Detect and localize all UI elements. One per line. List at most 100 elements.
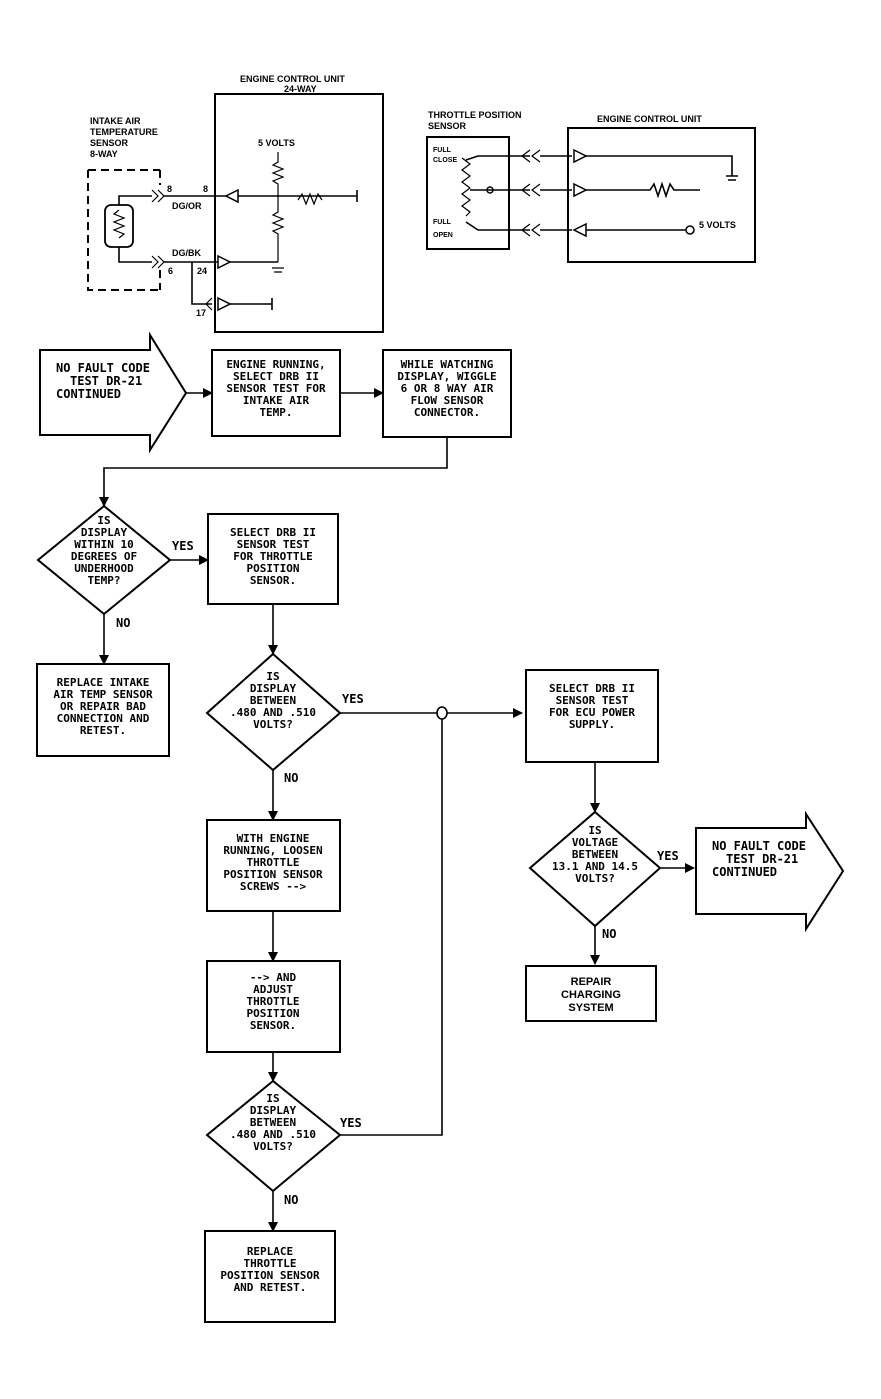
svg-text:REPLACE INTAKE: REPLACE INTAKE xyxy=(57,676,150,689)
svg-text:CONTINUED: CONTINUED xyxy=(712,865,777,879)
svg-text:.480 AND .510: .480 AND .510 xyxy=(230,1128,316,1141)
svg-text:REPAIR: REPAIR xyxy=(571,976,612,988)
svg-text:VOLTS?: VOLTS? xyxy=(575,872,615,885)
wire-dg-or: DG/OR xyxy=(172,201,202,211)
svg-text:TEST DR-21: TEST DR-21 xyxy=(726,852,798,866)
svg-text:DISPLAY: DISPLAY xyxy=(81,526,128,539)
tps-potentiometer xyxy=(461,157,471,217)
svg-text:POSITION SENSOR: POSITION SENSOR xyxy=(223,868,323,881)
svg-text:SELECT DRB II: SELECT DRB II xyxy=(549,682,635,695)
left-wiring-diagram: ENGINE CONTROL UNIT 24-WAY INTAKE AIR TE… xyxy=(87,74,384,333)
svg-text:SENSOR TEST FOR: SENSOR TEST FOR xyxy=(226,382,326,395)
svg-text:6 OR 8 WAY AIR: 6 OR 8 WAY AIR xyxy=(401,382,494,395)
iat-label-line-3: SENSOR xyxy=(90,138,129,148)
thermistor-resistor xyxy=(112,209,126,239)
svg-text:RETEST.: RETEST. xyxy=(80,724,126,737)
svg-text:RUNNING, LOOSEN: RUNNING, LOOSEN xyxy=(223,844,322,857)
svg-text:INTAKE AIR: INTAKE AIR xyxy=(243,394,310,407)
decision-tps-voltage-2: IS DISPLAY BETWEEN .480 AND .510 VOLTS? … xyxy=(205,1079,362,1207)
svg-text:SYSTEM: SYSTEM xyxy=(568,1002,613,1014)
svg-text:FLOW SENSOR: FLOW SENSOR xyxy=(411,394,484,407)
svg-text:THROTTLE: THROTTLE xyxy=(244,1257,297,1270)
svg-text:BETWEEN: BETWEEN xyxy=(572,848,618,861)
svg-text:DEGREES OF: DEGREES OF xyxy=(71,550,137,563)
ecu-right-box xyxy=(567,127,756,263)
iat-sensor-housing xyxy=(87,169,161,291)
svg-text:SENSOR.: SENSOR. xyxy=(250,574,296,587)
svg-text:TEST DR-21: TEST DR-21 xyxy=(70,374,142,388)
pin-17: 17 xyxy=(196,308,206,318)
step-loosen-tps: WITH ENGINE RUNNING, LOOSEN THROTTLE POS… xyxy=(206,819,341,912)
svg-text:REPLACE: REPLACE xyxy=(247,1245,293,1258)
svg-text:FULL: FULL xyxy=(433,147,452,154)
svg-text:CONNECTOR.: CONNECTOR. xyxy=(414,406,480,419)
step-select-ecu-power: SELECT DRB II SENSOR TEST FOR ECU POWER … xyxy=(525,669,659,763)
svg-text:BETWEEN: BETWEEN xyxy=(250,694,296,707)
svg-text:VOLTS?: VOLTS? xyxy=(253,718,293,731)
five-volts-left: 5 VOLTS xyxy=(258,138,295,148)
five-volts-right: 5 VOLTS xyxy=(699,220,736,230)
thermistor-body xyxy=(104,204,134,248)
svg-text:POSITION: POSITION xyxy=(247,1007,300,1020)
tps-title-2: SENSOR xyxy=(428,121,467,131)
decision-ecu-voltage: IS VOLTAGE BETWEEN 13.1 AND 14.5 VOLTS? … xyxy=(528,810,679,941)
step-select-iat: ENGINE RUNNING, SELECT DRB II SENSOR TES… xyxy=(211,349,341,437)
ecu-24way-sub: 24-WAY xyxy=(284,84,317,94)
ecu-resistor-divider xyxy=(271,152,285,273)
iat-label-line-4: 8-WAY xyxy=(90,149,118,159)
svg-text:CHARGING: CHARGING xyxy=(561,989,621,1001)
svg-text:YES: YES xyxy=(342,692,364,706)
svg-text:DISPLAY: DISPLAY xyxy=(250,1104,297,1117)
svg-text:SCREWS -->: SCREWS --> xyxy=(240,880,307,893)
svg-text:CONNECTION AND: CONNECTION AND xyxy=(57,712,150,725)
tps-title-1: THROTTLE POSITION xyxy=(428,110,522,120)
svg-text:TEMP?: TEMP? xyxy=(87,574,120,587)
svg-text:YES: YES xyxy=(657,849,679,863)
svg-text:YES: YES xyxy=(172,539,194,553)
svg-text:UNDERHOOD: UNDERHOOD xyxy=(74,562,134,575)
svg-text:ADJUST: ADJUST xyxy=(253,983,293,996)
ecu-24way-title: ENGINE CONTROL UNIT xyxy=(240,74,345,84)
svg-text:IS: IS xyxy=(588,824,601,837)
svg-text:13.1 AND 14.5: 13.1 AND 14.5 xyxy=(552,860,638,873)
svg-text:IS: IS xyxy=(97,514,110,527)
svg-text:NO: NO xyxy=(602,927,616,941)
svg-text:--> AND: --> AND xyxy=(250,971,297,984)
svg-text:BETWEEN: BETWEEN xyxy=(250,1116,296,1129)
svg-text:WITH ENGINE: WITH ENGINE xyxy=(237,832,310,845)
svg-text:SUPPLY.: SUPPLY. xyxy=(569,718,615,731)
svg-text:POSITION: POSITION xyxy=(247,562,300,575)
decision-underhood-temp: IS DISPLAY WITHIN 10 DEGREES OF UNDERHOO… xyxy=(36,504,194,630)
svg-text:NO FAULT CODE: NO FAULT CODE xyxy=(56,361,150,375)
svg-text:FOR THROTTLE: FOR THROTTLE xyxy=(233,550,312,563)
svg-text:NO: NO xyxy=(284,1193,298,1207)
svg-text:OR REPAIR BAD: OR REPAIR BAD xyxy=(60,700,146,713)
step-adjust-tps: --> AND ADJUST THROTTLE POSITION SENSOR. xyxy=(206,960,341,1053)
svg-text:SENSOR TEST: SENSOR TEST xyxy=(556,694,629,707)
ecu-24way-box xyxy=(214,93,384,333)
step-replace-iat: REPLACE INTAKE AIR TEMP SENSOR OR REPAIR… xyxy=(36,663,170,757)
pin-8-right: 8 xyxy=(203,184,208,194)
svg-text:OPEN: OPEN xyxy=(433,232,453,239)
iat-label-line-1: INTAKE AIR xyxy=(90,116,141,126)
svg-text:IS: IS xyxy=(266,1092,279,1105)
svg-text:YES: YES xyxy=(340,1116,362,1130)
step-wiggle-connector: WHILE WATCHING DISPLAY, WIGGLE 6 OR 8 WA… xyxy=(382,349,512,438)
right-wiring-diagram: THROTTLE POSITION SENSOR ENGINE CONTROL … xyxy=(426,110,756,263)
flow-end-arrow: NO FAULT CODE TEST DR-21 CONTINUED xyxy=(695,810,845,933)
tps-box xyxy=(426,136,510,250)
svg-text:AND RETEST.: AND RETEST. xyxy=(234,1281,307,1294)
step-select-tps: SELECT DRB II SENSOR TEST FOR THROTTLE P… xyxy=(207,513,339,605)
iat-label-line-2: TEMPERATURE xyxy=(90,127,158,137)
svg-text:CONTINUED: CONTINUED xyxy=(56,387,121,401)
decision-tps-voltage-1: IS DISPLAY BETWEEN .480 AND .510 VOLTS? … xyxy=(205,652,364,785)
svg-text:VOLTAGE: VOLTAGE xyxy=(572,836,618,849)
step-replace-tps: REPLACE THROTTLE POSITION SENSOR AND RET… xyxy=(204,1230,336,1323)
pin-24: 24 xyxy=(197,266,207,276)
svg-text:AIR TEMP SENSOR: AIR TEMP SENSOR xyxy=(53,688,153,701)
svg-text:.480 AND .510: .480 AND .510 xyxy=(230,706,316,719)
svg-text:POSITION SENSOR: POSITION SENSOR xyxy=(220,1269,320,1282)
svg-text:VOLTS?: VOLTS? xyxy=(253,1140,293,1153)
svg-text:SELECT DRB II: SELECT DRB II xyxy=(233,370,319,383)
